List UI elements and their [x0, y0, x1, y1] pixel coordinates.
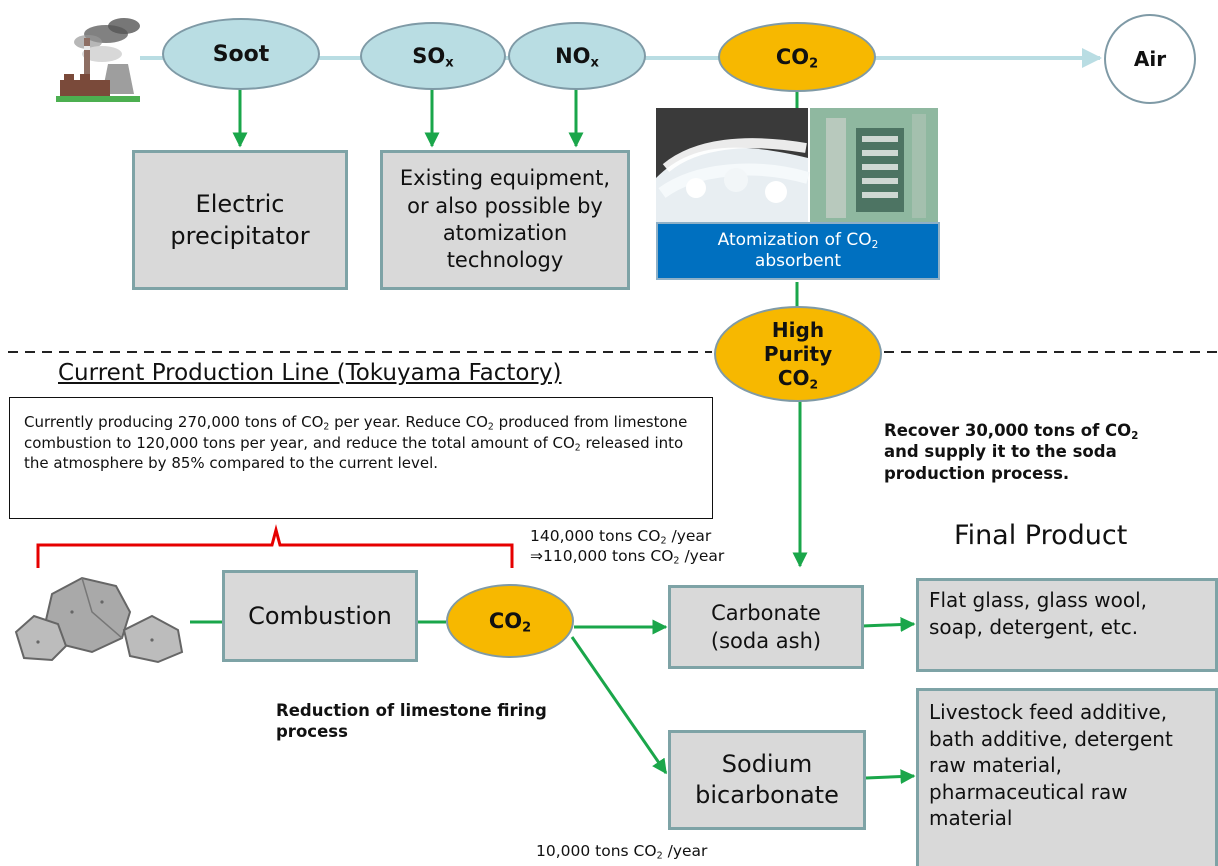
co2-amount-text: 140,000 tons CO2 /year ⇒110,000 tons CO2… — [530, 527, 725, 567]
note-text: Currently producing 270,000 tons of CO2 … — [24, 413, 688, 473]
product1-box: Flat glass, glass wool, soap, detergent,… — [916, 578, 1218, 672]
arrow-carbonate-to-product1 — [861, 617, 916, 633]
atomization-photo — [656, 108, 938, 224]
reduction-label: Reduction of limestone firing process — [276, 701, 547, 742]
co2-lower-label: CO2 — [488, 609, 532, 636]
limestone-icon — [14, 576, 184, 664]
arrow-co2-to-sodium — [570, 636, 668, 775]
air-node: Air — [1104, 14, 1196, 104]
soot-node: Soot — [162, 18, 320, 90]
note-box: Currently producing 270,000 tons of CO2 … — [9, 397, 713, 519]
sox-node: SOx — [360, 22, 506, 90]
section-title: Current Production Line (Tokuyama Factor… — [58, 360, 562, 386]
co2-top-node: CO2 — [718, 22, 876, 92]
arrow-sodium-to-product2 — [865, 769, 916, 785]
nox-label: NOx — [555, 44, 599, 71]
carbonate-box: Carbonate(soda ash) — [668, 585, 864, 669]
product2-box: Livestock feed additive, bath additive, … — [916, 688, 1218, 866]
co2-lower-node: CO2 — [446, 584, 574, 658]
final-product-title: Final Product — [954, 520, 1128, 551]
air-label: Air — [1133, 47, 1167, 71]
carbonate-label: Carbonate(soda ash) — [710, 600, 822, 653]
existing-equipment-label: Existing equipment, or also possible by … — [399, 166, 611, 273]
product2-label: Livestock feed additive, bath additive, … — [929, 700, 1173, 831]
factory-icon — [56, 18, 140, 102]
electric-precipitator-box: Electric precipitator — [132, 150, 348, 290]
existing-equipment-box: Existing equipment, or also possible by … — [380, 150, 630, 290]
sox-label: SOx — [412, 44, 454, 71]
soot-label: Soot — [212, 41, 270, 67]
electric-precipitator-label: Electric precipitator — [170, 189, 310, 250]
combustion-box: Combustion — [222, 570, 418, 662]
bottom-amount-text: 10,000 tons CO2 /year — [536, 842, 708, 862]
product1-label: Flat glass, glass wool, soap, detergent,… — [929, 588, 1148, 639]
nox-node: NOx — [508, 22, 646, 90]
red-bracket — [36, 524, 514, 568]
co2-top-label: CO2 — [775, 45, 819, 72]
combustion-label: Combustion — [248, 602, 392, 630]
